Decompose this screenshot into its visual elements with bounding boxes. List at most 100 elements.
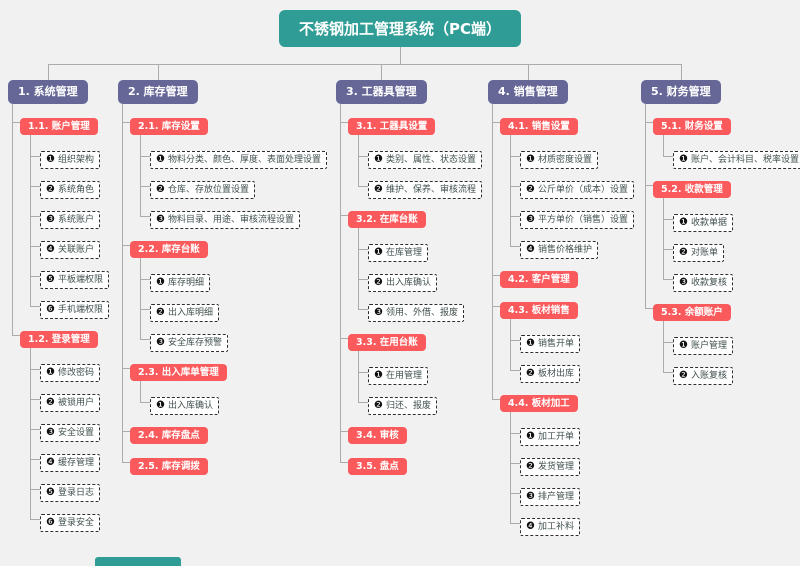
level2-node[interactable]: 5.1. 财务设置 [653, 118, 731, 135]
level1-node[interactable]: 1. 系统管理 [8, 80, 88, 104]
level2-node[interactable]: 1.1. 账户管理 [20, 118, 98, 135]
section-branch: 4.2. 客户管理 [492, 257, 634, 298]
level1-node[interactable]: 2. 库存管理 [118, 80, 198, 104]
item-number-badge: ❸ [46, 427, 55, 438]
level2-node[interactable]: 5.2. 收款管理 [653, 181, 731, 198]
item-number-badge: ❷ [526, 184, 535, 195]
level2-node[interactable]: 3.1. 工器具设置 [348, 118, 436, 135]
item-number-badge: ❶ [374, 370, 383, 381]
level2-node[interactable]: 5.3. 余额账户 [653, 304, 731, 321]
level2-node[interactable]: 3.2. 在库台账 [348, 211, 426, 228]
level2-node[interactable]: 3.4. 审核 [348, 427, 407, 444]
item-label: 销售价格维护 [537, 245, 592, 255]
level2-node[interactable]: 2.3. 出入库单管理 [130, 364, 227, 381]
level2-node[interactable]: 4.2. 客户管理 [500, 271, 578, 288]
level2-node[interactable]: 2.2. 库存台账 [130, 241, 208, 258]
item-label: 加工开单 [537, 432, 574, 442]
level2-node[interactable]: 4.1. 销售设置 [500, 118, 578, 135]
item-number-badge: ❸ [156, 337, 165, 348]
item-label: 登录安全 [57, 518, 94, 528]
level2-node[interactable]: 2.1. 库存设置 [130, 118, 208, 135]
level2-node[interactable]: 4.3. 板材销售 [500, 302, 578, 319]
level1-node[interactable]: 3. 工器具管理 [336, 80, 427, 104]
item-label: 出入库确认 [385, 278, 431, 288]
level2-node[interactable]: 3.5. 盘点 [348, 458, 407, 475]
item-label: 仓库、存放位置设置 [167, 185, 249, 195]
level2-node[interactable]: 2.4. 库存盘点 [130, 427, 208, 444]
level1-node[interactable]: 4. 销售管理 [488, 80, 568, 104]
level2-node[interactable]: 4.4. 板材加工 [500, 395, 578, 412]
level2-node[interactable]: 3.3. 在用台账 [348, 334, 426, 351]
item-label: 安全设置 [57, 428, 94, 438]
level1-node[interactable]: 5. 财务管理 [641, 80, 721, 104]
item-label: 板材出库 [537, 369, 574, 379]
level2-node[interactable]: 1.2. 登录管理 [20, 331, 98, 348]
level2-node[interactable]: 2.5. 库存调拨 [130, 458, 208, 475]
root-node[interactable]: 不锈钢加工管理系统（PC端） [278, 10, 522, 47]
